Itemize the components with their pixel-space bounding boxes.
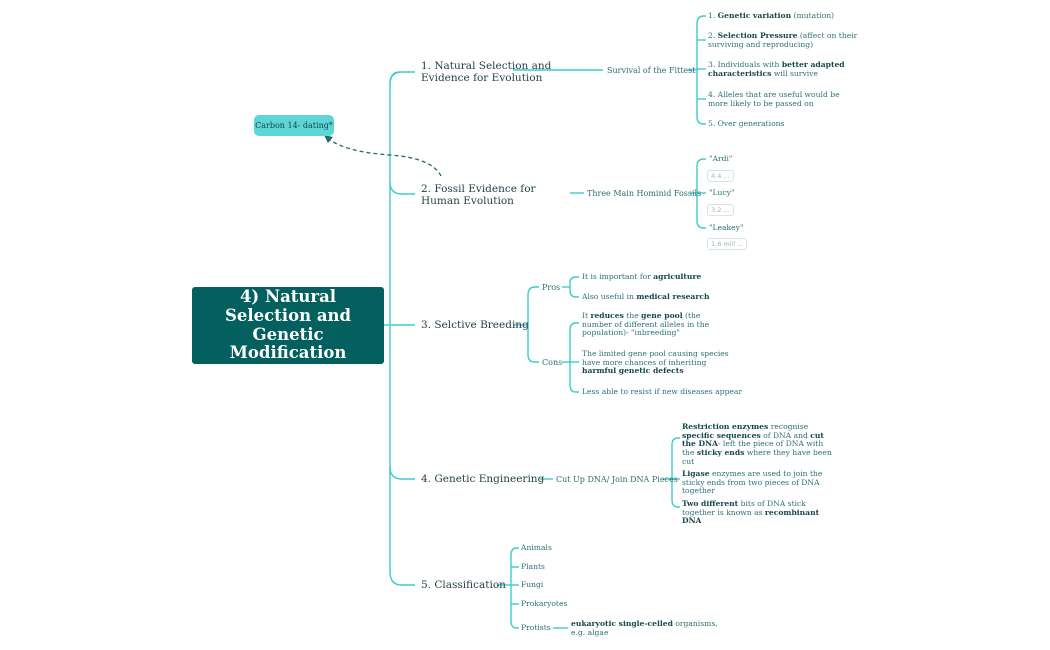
subtopic-pros[interactable]: Pros (542, 283, 561, 292)
note-leakey[interactable]: 1.6 mill ... (707, 238, 748, 250)
branch-genetic-engineering[interactable]: 4. Genetic Engineering (421, 473, 545, 485)
leaf-over-generations[interactable]: 5. Over generations (708, 119, 785, 128)
note-ardi[interactable]: 4.4 ... (707, 170, 734, 182)
leaf-restriction-enzymes[interactable]: Restriction enzymes recognise specific s… (682, 422, 832, 466)
leaf-reduces-gene-pool[interactable]: It reduces the gene pool (the number of … (582, 311, 710, 338)
branch-classification[interactable]: 5. Classification (421, 579, 506, 591)
leaf-protists-description[interactable]: eukaryotic single-celled organisms, e.g.… (571, 619, 718, 637)
leaf-ligase[interactable]: Ligase enzymes are used to join the stic… (682, 469, 823, 496)
leaf-selection-pressure[interactable]: 2. Selection Pressure (affect on their s… (708, 31, 858, 49)
leaf-harmful-defects[interactable]: The limited gene pool causing species ha… (582, 349, 729, 376)
leaf-new-diseases[interactable]: Less able to resist if new diseases appe… (582, 387, 743, 396)
leaf-better-adapted[interactable]: 3. Individuals with better adapted chara… (708, 60, 845, 78)
leaf-plants[interactable]: Plants (521, 562, 545, 571)
leaf-prokaryotes[interactable]: Prokaryotes (521, 599, 568, 608)
subtopic-cut-join-dna[interactable]: Cut Up DNA/ Join DNA Pieces (556, 475, 678, 484)
leaf-medical-research[interactable]: Also useful in medical research (582, 292, 710, 301)
leaf-lucy[interactable]: "Lucy" (709, 188, 735, 197)
branch-natural-selection[interactable]: 1. Natural Selection and Evidence for Ev… (421, 60, 552, 85)
subtopic-hominid-fossils[interactable]: Three Main Hominid Fossils (587, 189, 702, 198)
central-topic-title: 4) Natural Selection and Genetic Modific… (224, 286, 352, 363)
leaf-genetic-variation[interactable]: 1. Genetic variation (mutation) (708, 11, 835, 20)
leaf-leakey[interactable]: "Leakey" (709, 223, 744, 232)
note-lucy[interactable]: 3.2 ... (707, 204, 734, 216)
floating-topic-carbon-dating[interactable]: Carbon 14- dating* (254, 115, 334, 136)
central-topic[interactable]: 4) Natural Selection and Genetic Modific… (192, 287, 384, 364)
floating-topic-label: Carbon 14- dating* (255, 121, 333, 130)
subtopic-survival-of-fittest[interactable]: Survival of the Fittest (607, 66, 696, 75)
subtopic-cons[interactable]: Cons (542, 358, 563, 367)
branch-fossil-evidence[interactable]: 2. Fossil Evidence for Human Evolution (421, 183, 536, 208)
leaf-fungi[interactable]: Fungi (521, 580, 544, 589)
leaf-alleles-passed-on[interactable]: 4. Alleles that are useful would be more… (708, 90, 840, 108)
leaf-ardi[interactable]: "Ardi" (709, 154, 733, 163)
leaf-animals[interactable]: Animals (521, 543, 552, 552)
leaf-protists[interactable]: Protists (521, 623, 551, 632)
branch-selective-breeding[interactable]: 3. Selctive Breeding (421, 319, 529, 331)
leaf-agriculture[interactable]: It is important for agriculture (582, 272, 702, 281)
leaf-recombinant-dna[interactable]: Two different bits of DNA stick together… (682, 499, 820, 526)
